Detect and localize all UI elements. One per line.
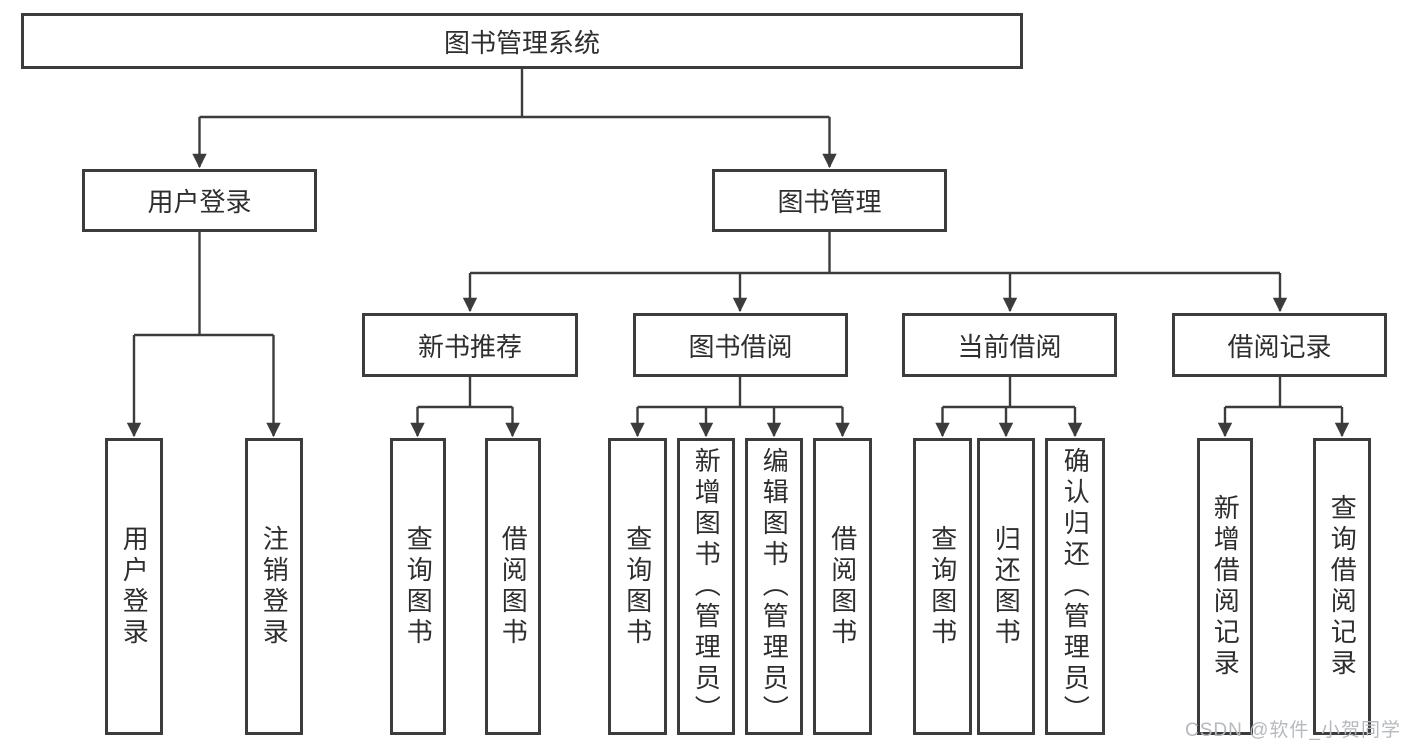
leaf-record-add-borrow-record-label: 新增借阅记录 bbox=[1210, 493, 1241, 680]
node-new-book-recommend-label: 新书推荐 bbox=[417, 331, 522, 362]
node-borrowing-records: 借阅记录 bbox=[1172, 313, 1387, 377]
leaf-borrow-query-books-label: 查询图书 bbox=[622, 524, 653, 649]
leaf-borrow-add-books-admin: 新增图书（管理员） bbox=[677, 438, 735, 735]
node-new-book-recommend: 新书推荐 bbox=[362, 313, 578, 377]
leaf-borrow-borrow-books: 借阅图书 bbox=[813, 438, 872, 735]
leaf-current-query-books: 查询图书 bbox=[913, 438, 972, 735]
leaf-current-confirm-return-admin-label: 确认归还（管理员） bbox=[1060, 447, 1091, 726]
leaf-record-add-borrow-record: 新增借阅记录 bbox=[1197, 438, 1253, 735]
leaf-record-query-borrow-record: 查询借阅记录 bbox=[1313, 438, 1371, 735]
leaf-current-return-books-label: 归还图书 bbox=[991, 524, 1022, 649]
node-borrowing-records-label: 借阅记录 bbox=[1227, 331, 1332, 362]
leaf-borrow-add-books-admin-label: 新增图书（管理员） bbox=[691, 447, 722, 726]
leaf-borrow-borrow-books-label: 借阅图书 bbox=[827, 524, 858, 649]
leaf-newbook-borrow-books: 借阅图书 bbox=[485, 438, 541, 735]
leaf-current-confirm-return-admin: 确认归还（管理员） bbox=[1045, 438, 1105, 735]
leaf-logout-login: 注销登录 bbox=[245, 438, 303, 735]
stem-current-borrowing bbox=[942, 377, 1075, 409]
leaf-current-return-books: 归还图书 bbox=[977, 438, 1035, 735]
leaf-newbook-borrow-books-label: 借阅图书 bbox=[498, 524, 529, 649]
leaf-borrow-edit-books-admin-label: 编辑图书（管理员） bbox=[759, 447, 790, 726]
leaf-user-login: 用户登录 bbox=[105, 438, 163, 735]
node-library-management-system-label: 图书管理系统 bbox=[443, 27, 600, 58]
stem-book-borrowing bbox=[637, 377, 843, 409]
stem-new-book bbox=[417, 377, 513, 409]
node-library-management-system: 图书管理系统 bbox=[21, 13, 1023, 69]
node-user-login: 用户登录 bbox=[82, 169, 317, 232]
stem-root bbox=[199, 69, 830, 119]
node-book-management-label: 图书管理 bbox=[777, 187, 882, 217]
node-book-management: 图书管理 bbox=[712, 169, 947, 232]
leaf-current-query-books-label: 查询图书 bbox=[927, 524, 958, 649]
node-book-borrowing: 图书借阅 bbox=[633, 313, 848, 377]
leaf-newbook-query-books: 查询图书 bbox=[390, 438, 446, 735]
stem-book-management bbox=[470, 232, 1280, 275]
leaf-newbook-query-books-label: 查询图书 bbox=[403, 524, 434, 649]
node-user-login-label: 用户登录 bbox=[147, 187, 252, 217]
leaf-borrow-query-books: 查询图书 bbox=[608, 438, 667, 735]
leaf-logout-login-label: 注销登录 bbox=[259, 524, 290, 649]
stem-borrowing-records bbox=[1225, 377, 1342, 409]
node-current-borrowing-label: 当前借阅 bbox=[957, 331, 1062, 362]
node-current-borrowing: 当前借阅 bbox=[902, 313, 1117, 377]
csdn-watermark: CSDN @软件_小贺同学 bbox=[1185, 720, 1401, 741]
leaf-borrow-edit-books-admin: 编辑图书（管理员） bbox=[745, 438, 803, 735]
stem-user-login bbox=[134, 232, 274, 337]
leaf-user-login-label: 用户登录 bbox=[119, 524, 150, 649]
leaf-record-query-borrow-record-label: 查询借阅记录 bbox=[1327, 493, 1358, 680]
node-book-borrowing-label: 图书借阅 bbox=[688, 331, 793, 362]
